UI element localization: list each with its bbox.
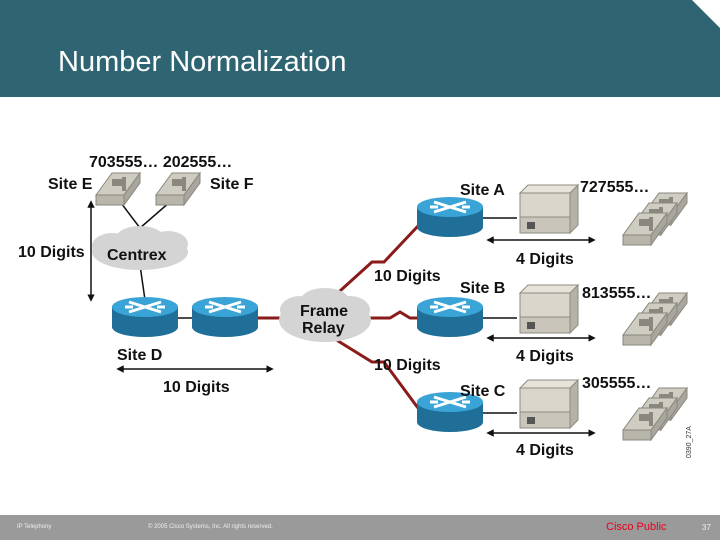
- numbers-left-label: 703555… 202555…: [89, 154, 232, 171]
- ten-digits-bottom-label: 10 Digits: [163, 379, 230, 396]
- site-a-pbx: [519, 184, 579, 234]
- site-c-label: Site C: [460, 383, 506, 400]
- site-d-label: Site D: [117, 347, 162, 364]
- ten-digits-a-label: 10 Digits: [374, 268, 441, 285]
- site-e-phone: [95, 172, 141, 206]
- frame-relay-cloud: [279, 288, 371, 342]
- frame-relay-label-line1: Frame: [300, 303, 348, 320]
- frame-relay-to-site-b-link: [360, 310, 418, 320]
- site-b-pbx: [519, 284, 579, 334]
- figure-id-label: 0390_27A: [686, 426, 693, 458]
- slide-title: Number Normalization: [58, 46, 347, 78]
- number-a-label: 727555…: [580, 179, 649, 196]
- page-number: 37: [702, 523, 711, 532]
- ten-digits-c-label: 10 Digits: [374, 357, 441, 374]
- footer-bar: IP Telephony © 2005 Cisco Systems, Inc. …: [0, 515, 720, 540]
- network-diagram: 703555… 202555… Site E Site F 10 Digits …: [18, 154, 693, 459]
- site-e-label: Site E: [48, 176, 93, 193]
- centrex-label: Centrex: [107, 247, 167, 264]
- frame-relay-label-line2: Relay: [302, 320, 345, 337]
- site-c-pbx: [519, 379, 579, 429]
- site-b-label: Site B: [460, 280, 505, 297]
- site-d-router-1: [110, 295, 180, 339]
- header-corner: [692, 0, 720, 28]
- site-c-phones: [622, 387, 688, 441]
- site-f-phone: [155, 172, 201, 206]
- site-f-label: Site F: [210, 176, 254, 193]
- four-digits-a-label: 4 Digits: [516, 251, 574, 268]
- site-b-router: [415, 295, 485, 339]
- frame-relay-to-site-a-link: [328, 224, 420, 302]
- ten-digits-left-label: 10 Digits: [18, 244, 85, 261]
- four-digits-b-label: 4 Digits: [516, 348, 574, 365]
- number-c-label: 305555…: [582, 375, 651, 392]
- cisco-public-label: Cisco Public: [606, 521, 667, 533]
- site-a-label: Site A: [460, 182, 505, 199]
- four-digits-c-label: 4 Digits: [516, 442, 574, 459]
- number-b-label: 813555…: [582, 285, 651, 302]
- centrex-to-site-d-link: [139, 264, 146, 301]
- site-a-phones: [622, 192, 688, 246]
- footer-left-text: IP Telephony: [17, 524, 52, 530]
- footer-copyright: © 2005 Cisco Systems, Inc. All rights re…: [148, 524, 273, 530]
- centrex-cloud: [92, 226, 188, 270]
- frame-relay-to-site-c-link: [329, 334, 420, 409]
- header-bar: Number Normalization: [0, 0, 720, 97]
- site-d-router-2: [190, 295, 260, 339]
- site-a-router: [415, 195, 485, 239]
